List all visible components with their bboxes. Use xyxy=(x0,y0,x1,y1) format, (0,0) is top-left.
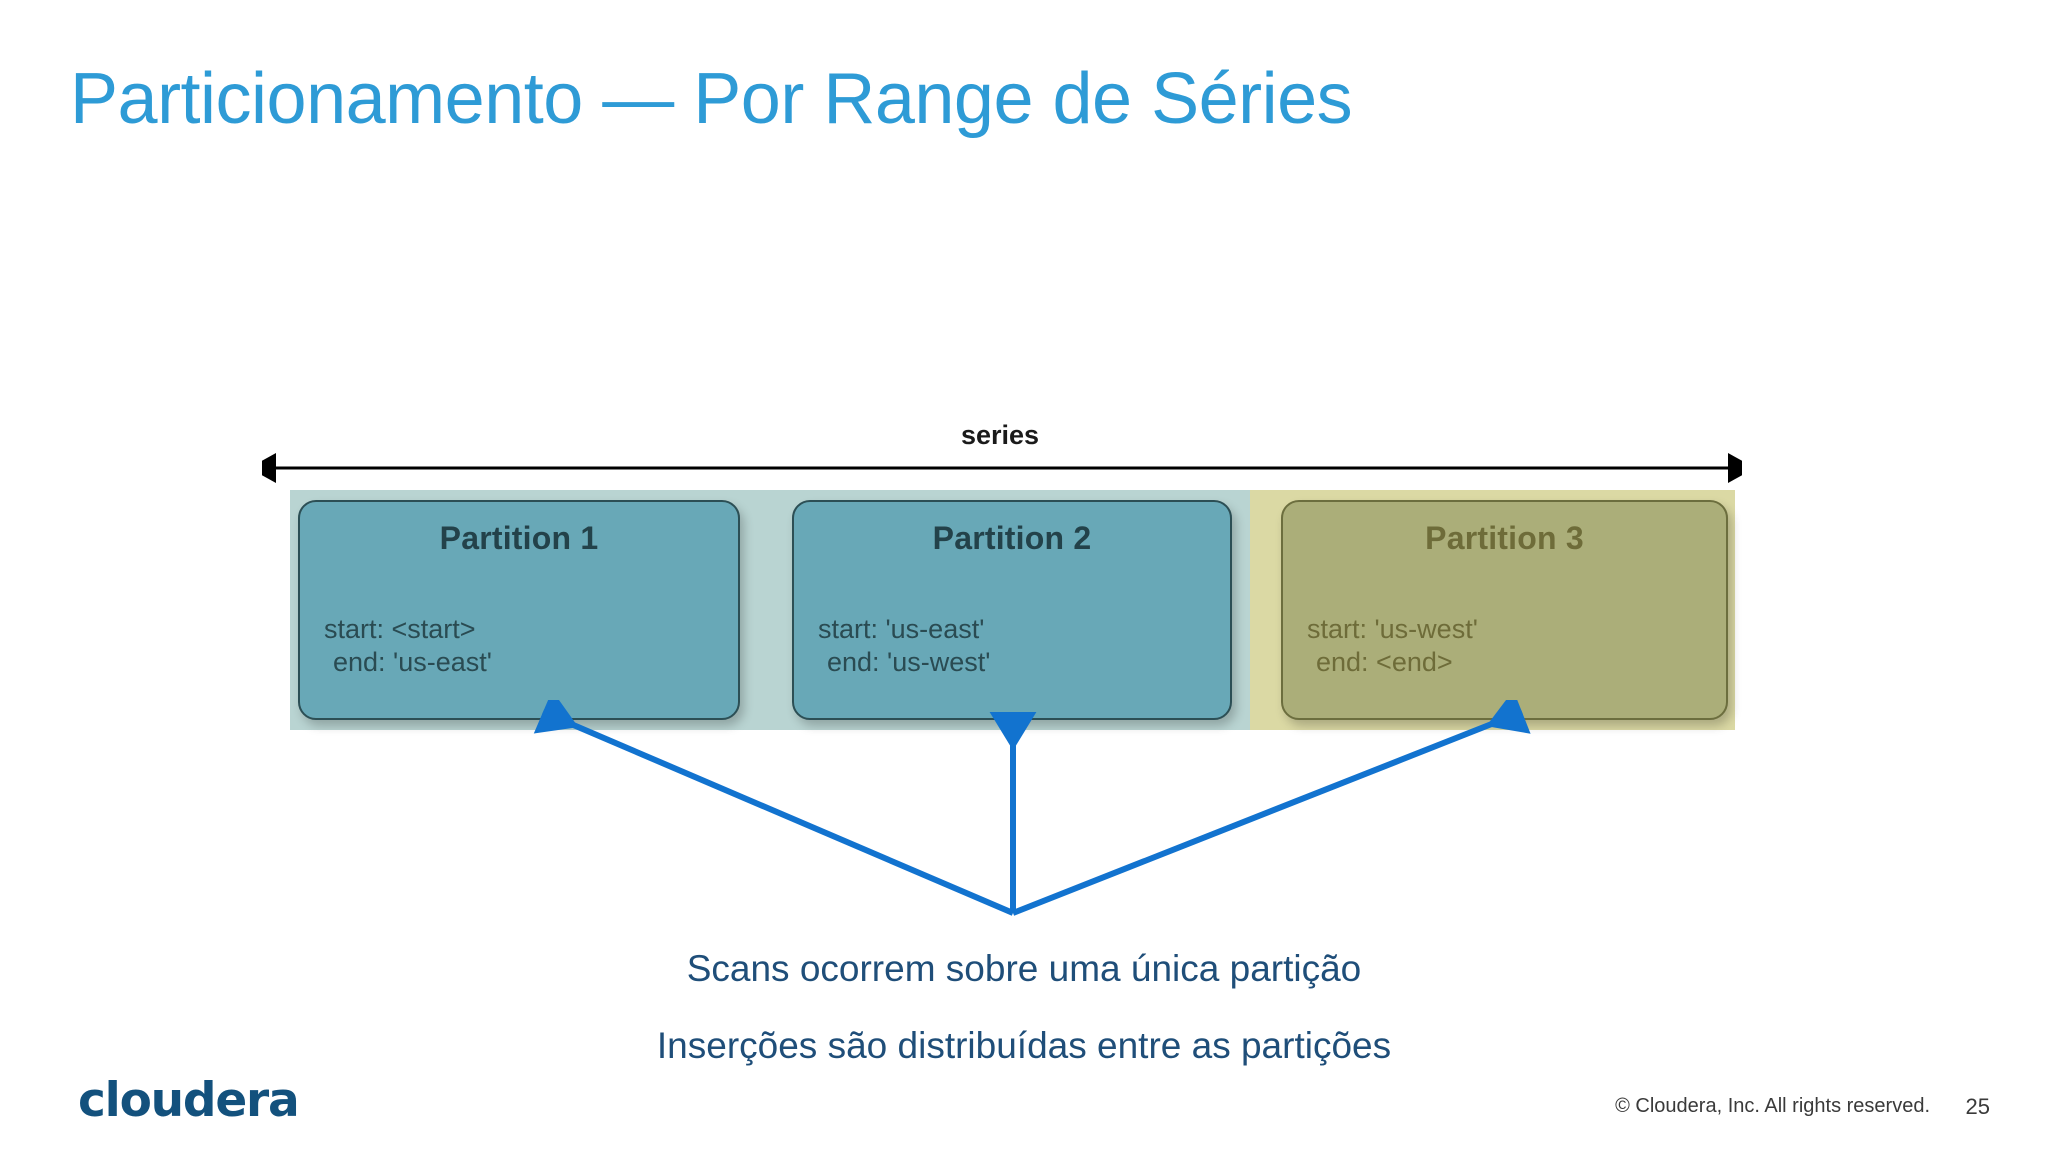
caption-scans: Scans ocorrem sobre uma única partição xyxy=(686,948,1362,989)
partition-3-end: end: <end> xyxy=(1316,646,1453,677)
series-axis-arrow-icon xyxy=(262,453,1742,483)
partition-2-end: end: 'us-west' xyxy=(827,646,991,677)
series-axis-label: series xyxy=(960,420,1040,450)
page-title: Particionamento — Por Range de Séries xyxy=(70,59,1353,139)
scan-arrows-icon xyxy=(533,700,1531,916)
partition-3-title: Partition 3 xyxy=(1425,520,1584,556)
partition-box-1[interactable]: Partition 1 start: <start> end: 'us-east… xyxy=(298,500,740,720)
caption-inserts: Inserções são distribuídas entre as part… xyxy=(656,1025,1392,1066)
cloudera-logo: cloudera xyxy=(78,1073,300,1128)
partition-box-3[interactable]: Partition 3 start: 'us-west' end: <end> xyxy=(1281,500,1728,720)
partition-3-range: start: 'us-west' end: <end> xyxy=(1307,613,1702,679)
page-number: 25 xyxy=(1965,1094,1990,1119)
partition-2-title: Partition 2 xyxy=(932,520,1092,556)
partition-1-end: end: 'us-east' xyxy=(333,646,492,677)
partition-1-range: start: <start> end: 'us-east' xyxy=(324,613,714,679)
partition-1-start: start: <start> xyxy=(324,614,476,644)
partition-2-range: start: 'us-east' end: 'us-west' xyxy=(818,613,1206,679)
copyright-notice: © Cloudera, Inc. All rights reserved. xyxy=(1615,1095,1930,1117)
partition-1-title: Partition 1 xyxy=(439,520,599,556)
partition-box-2[interactable]: Partition 2 start: 'us-east' end: 'us-we… xyxy=(792,500,1232,720)
partition-2-start: start: 'us-east' xyxy=(818,614,985,644)
partition-3-start: start: 'us-west' xyxy=(1307,614,1478,644)
